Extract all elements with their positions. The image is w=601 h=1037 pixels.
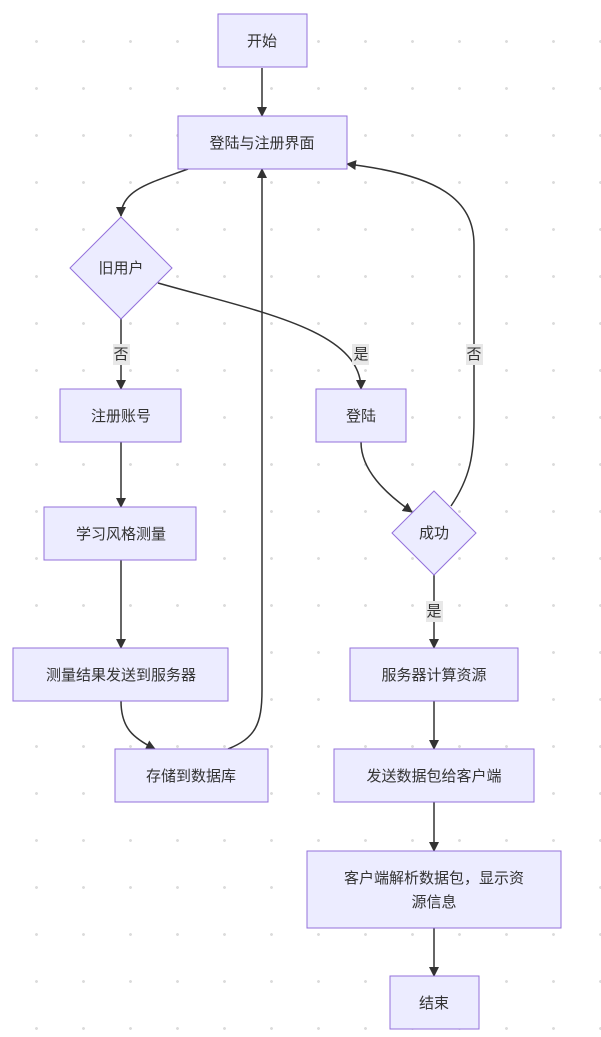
edge-send-results-to-store <box>120 700 156 750</box>
node-server-compute-resources-box <box>349 647 519 702</box>
edge-label-old-user-yes: 是 <box>353 345 368 363</box>
node-login-box <box>315 388 407 443</box>
node-success-label: 成功 <box>419 524 449 542</box>
edge-label-bg-old-user-yes <box>352 344 369 365</box>
edge-labels: 否 是 否 是 <box>113 344 483 622</box>
node-register-account-label: 注册账号 <box>91 407 151 425</box>
node-success-decision[interactable]: 成功 <box>391 490 477 576</box>
node-old-user-label: 旧用户 <box>98 259 143 277</box>
edges <box>116 68 475 977</box>
node-login[interactable]: 登陆 <box>315 388 407 443</box>
node-store-to-database-box <box>114 748 269 803</box>
node-send-packet-to-client-label: 发送数据包给客户端 <box>366 767 501 785</box>
node-client-parse-packet-label-line1: 客户端解析数据包，显示资 <box>344 869 524 887</box>
node-register-account[interactable]: 注册账号 <box>59 388 182 443</box>
node-learning-style-test-box <box>43 506 197 561</box>
edge-store-to-login-screen <box>227 168 267 750</box>
node-old-user-decision[interactable]: 旧用户 <box>69 216 173 320</box>
node-learning-style-test[interactable]: 学习风格测量 <box>43 506 197 561</box>
nodes: 开始 登陆与注册界面 旧用户 注册账号 学习风格测量 测量结果发送到服务器 存储… <box>12 13 562 1030</box>
node-register-account-box <box>59 388 182 443</box>
edge-login-screen-to-old-user <box>116 168 189 217</box>
node-login-register-screen-label: 登陆与注册界面 <box>209 134 314 152</box>
node-end[interactable]: 结束 <box>389 975 480 1030</box>
node-start-label: 开始 <box>247 32 277 50</box>
edge-label-bg-old-user-no <box>113 344 130 365</box>
node-old-user-diamond <box>69 216 173 320</box>
edge-success-no-to-login-screen <box>346 160 475 507</box>
node-client-parse-packet[interactable]: 客户端解析数据包，显示资 源信息 <box>306 850 562 929</box>
edge-label-old-user-no: 否 <box>113 345 128 363</box>
node-server-compute-resources-label: 服务器计算资源 <box>381 666 486 684</box>
edge-label-success-yes: 是 <box>426 602 441 620</box>
node-login-register-screen-box <box>177 115 348 170</box>
node-send-packet-to-client[interactable]: 发送数据包给客户端 <box>333 748 535 803</box>
edge-label-success-no: 否 <box>466 345 481 363</box>
node-success-diamond <box>391 490 477 576</box>
node-store-to-database[interactable]: 存储到数据库 <box>114 748 269 803</box>
node-send-results-to-server-box <box>12 647 229 702</box>
node-client-parse-packet-box <box>306 850 562 929</box>
node-learning-style-test-label: 学习风格测量 <box>76 525 166 543</box>
node-end-box <box>389 975 480 1030</box>
edge-login-to-success <box>360 441 413 513</box>
edge-label-bg-success-yes <box>426 601 443 622</box>
node-store-to-database-label: 存储到数据库 <box>146 767 236 785</box>
node-send-packet-to-client-box <box>333 748 535 803</box>
node-send-results-to-server-label: 测量结果发送到服务器 <box>46 666 196 684</box>
node-server-compute-resources[interactable]: 服务器计算资源 <box>349 647 519 702</box>
node-login-register-screen[interactable]: 登陆与注册界面 <box>177 115 348 170</box>
node-login-label: 登陆 <box>346 407 376 425</box>
node-client-parse-packet-label-line2: 源信息 <box>411 893 456 911</box>
node-end-label: 结束 <box>419 994 449 1012</box>
edge-old-user-to-login <box>157 282 366 390</box>
node-start-box <box>217 13 308 68</box>
node-start[interactable]: 开始 <box>217 13 308 68</box>
edge-label-bg-success-no <box>466 344 483 365</box>
node-send-results-to-server[interactable]: 测量结果发送到服务器 <box>12 647 229 702</box>
